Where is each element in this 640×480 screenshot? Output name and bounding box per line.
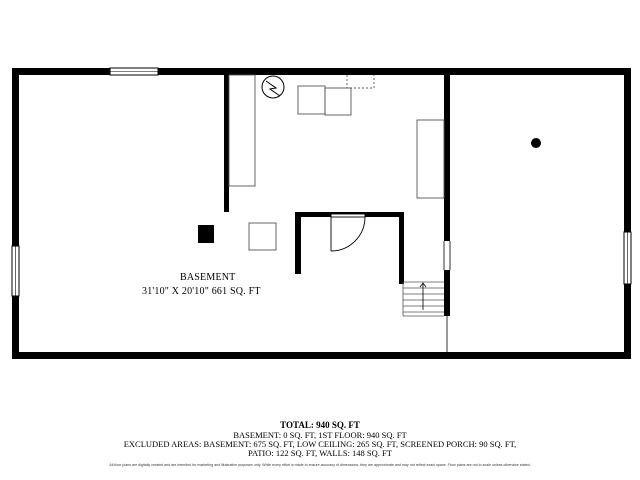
dashed-outline xyxy=(346,75,375,89)
excluded-areas-continued: PATIO: 122 SQ. FT, WALLS: 148 SQ. FT xyxy=(248,448,392,458)
dryer xyxy=(324,87,352,116)
room-dimensions: 31'10" X 20'10" 661 SQ. FT xyxy=(142,286,261,297)
wall-right xyxy=(624,68,631,359)
excluded-areas: EXCLUDED AREAS: BASEMENT: 675 SQ. FT, LO… xyxy=(123,439,517,449)
stairs xyxy=(402,281,444,317)
wall-divider-right-lower xyxy=(444,270,450,316)
wall-closet-right xyxy=(399,212,404,284)
room-name: BASEMENT xyxy=(180,272,236,283)
divider-opening xyxy=(443,241,451,352)
wall-divider-left xyxy=(224,75,229,212)
windows xyxy=(11,67,632,297)
floor-drain-icon xyxy=(531,138,541,148)
disclaimer: All floor plans are digitally created an… xyxy=(109,463,531,467)
stairs-arrow-icon xyxy=(419,282,427,310)
water-heater-icon xyxy=(261,75,285,99)
wall-left xyxy=(12,68,19,359)
wall-bottom xyxy=(12,352,631,359)
fixtures xyxy=(228,74,445,251)
column xyxy=(198,225,214,243)
interior-walls xyxy=(224,75,450,316)
wall-closet-left xyxy=(295,212,301,274)
wall-top xyxy=(12,68,631,75)
wall-divider-right-upper xyxy=(444,75,450,241)
closet-door xyxy=(330,213,366,252)
exterior-walls xyxy=(12,68,631,359)
area-breakdown: BASEMENT: 0 SQ. FT, 1ST FLOOR: 940 SQ. F… xyxy=(233,430,407,440)
counter-left xyxy=(228,74,256,187)
total-area: TOTAL: 940 SQ. FT xyxy=(280,420,360,430)
washer xyxy=(297,85,326,115)
utility-box xyxy=(248,222,277,251)
counter-right xyxy=(416,119,445,199)
